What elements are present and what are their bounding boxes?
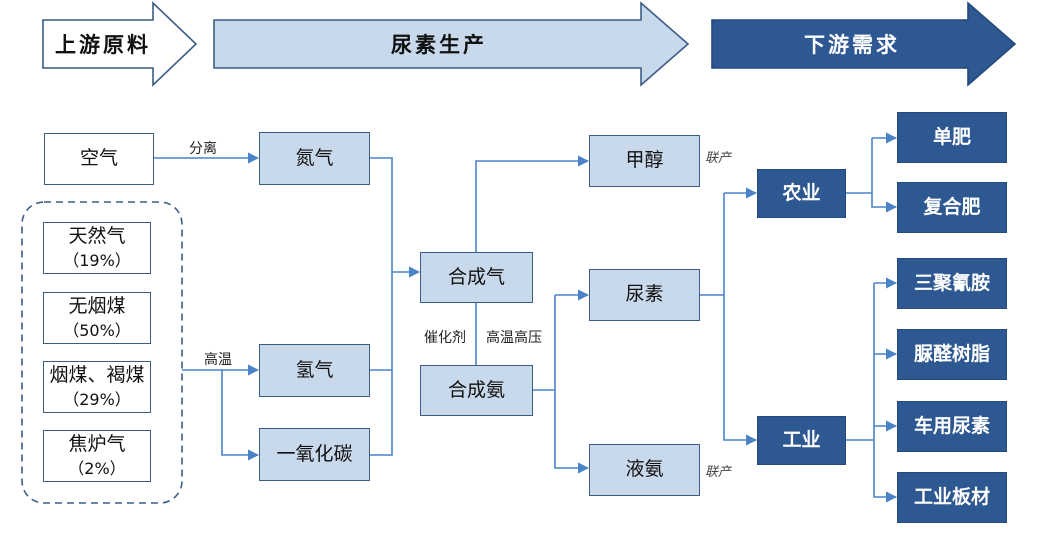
label-high-temp-pressure: 高温高压 [486, 330, 542, 346]
connector-ammonia-urea [554, 295, 590, 474]
raw-natural-gas-label: 天然气 [68, 225, 126, 248]
connector-agri-single [871, 138, 898, 213]
node-vehicle-urea-label: 车用尿素 [913, 414, 990, 437]
connector-ind-vertical [873, 283, 898, 503]
node-melamine: 三聚氰胺 [897, 258, 1007, 309]
node-industrial-board: 工业板材 [897, 472, 1007, 523]
connector-nitrogen-bus [370, 157, 393, 456]
label-separation: 分离 [189, 141, 217, 157]
raw-anthracite-share: （50%） [63, 321, 131, 341]
node-melamine-label: 三聚氰胺 [913, 271, 990, 294]
node-nitrogen-label: 氮气 [295, 146, 334, 169]
node-ammonia-synthesis-label: 合成氨 [447, 378, 505, 401]
node-hydrogen: 氢气 [259, 344, 370, 397]
node-syngas-label: 合成气 [447, 265, 505, 288]
node-urea: 尿素 [589, 269, 700, 321]
label-coproduct-liquid-ammonia: 联产 [705, 465, 732, 480]
raw-bituminous-label: 烟煤、褐煤 [49, 364, 145, 387]
node-liquid-ammonia-label: 液氨 [625, 458, 664, 481]
raw-natural-gas: 天然气 （19%） [43, 222, 151, 274]
node-urea-label: 尿素 [625, 283, 664, 306]
node-industrial-board-label: 工业板材 [913, 485, 990, 508]
raw-coke-gas: 焦炉气 （2%） [43, 430, 151, 482]
raw-coke-gas-share: （2%） [68, 459, 126, 479]
node-ammonia-synthesis: 合成氨 [420, 365, 533, 416]
stage-arrow-production [213, 1, 690, 87]
raw-anthracite-label: 无烟煤 [68, 295, 126, 318]
node-industry: 工业 [757, 416, 846, 465]
label-catalyst: 催化剂 [424, 330, 466, 346]
node-compound-fertilizer: 复合肥 [897, 182, 1007, 233]
raw-air: 空气 [44, 133, 154, 185]
node-carbon-monoxide-label: 一氧化碳 [276, 442, 353, 465]
label-coproduct-methanol: 联产 [705, 151, 732, 166]
node-nitrogen: 氮气 [259, 132, 370, 185]
node-syngas: 合成气 [420, 252, 533, 303]
stage-arrow-upstream [42, 1, 198, 87]
connector-urea-agriculture [723, 193, 758, 446]
node-vehicle-urea: 车用尿素 [897, 401, 1007, 452]
label-high-temp: 高温 [204, 352, 232, 368]
node-single-fertilizer-label: 单肥 [932, 125, 971, 148]
node-single-fertilizer: 单肥 [897, 112, 1007, 163]
node-agriculture-label: 农业 [782, 181, 821, 204]
raw-coke-gas-label: 焦炉气 [68, 433, 126, 456]
connector-group-co [221, 370, 260, 461]
raw-bituminous-share: （29%） [63, 390, 131, 410]
node-industry-label: 工业 [782, 428, 821, 451]
node-compound-fertilizer-label: 复合肥 [923, 195, 981, 218]
stage-arrow-downstream [711, 1, 1017, 87]
node-agriculture: 农业 [757, 169, 846, 218]
node-methanol-label: 甲醇 [625, 149, 664, 172]
raw-air-label: 空气 [79, 147, 118, 170]
node-methanol: 甲醇 [589, 135, 700, 187]
raw-natural-gas-share: （19%） [63, 251, 131, 271]
raw-bituminous: 烟煤、褐煤 （29%） [43, 361, 151, 413]
node-hydrogen-label: 氢气 [295, 358, 334, 381]
node-urea-resin: 脲醛树脂 [897, 329, 1007, 380]
raw-material-group [21, 201, 183, 504]
raw-anthracite: 无烟煤 （50%） [43, 292, 151, 344]
node-liquid-ammonia: 液氨 [589, 444, 700, 496]
connector-syngas-methanol [475, 155, 590, 252]
node-carbon-monoxide: 一氧化碳 [259, 428, 370, 481]
node-urea-resin-label: 脲醛树脂 [913, 342, 990, 365]
